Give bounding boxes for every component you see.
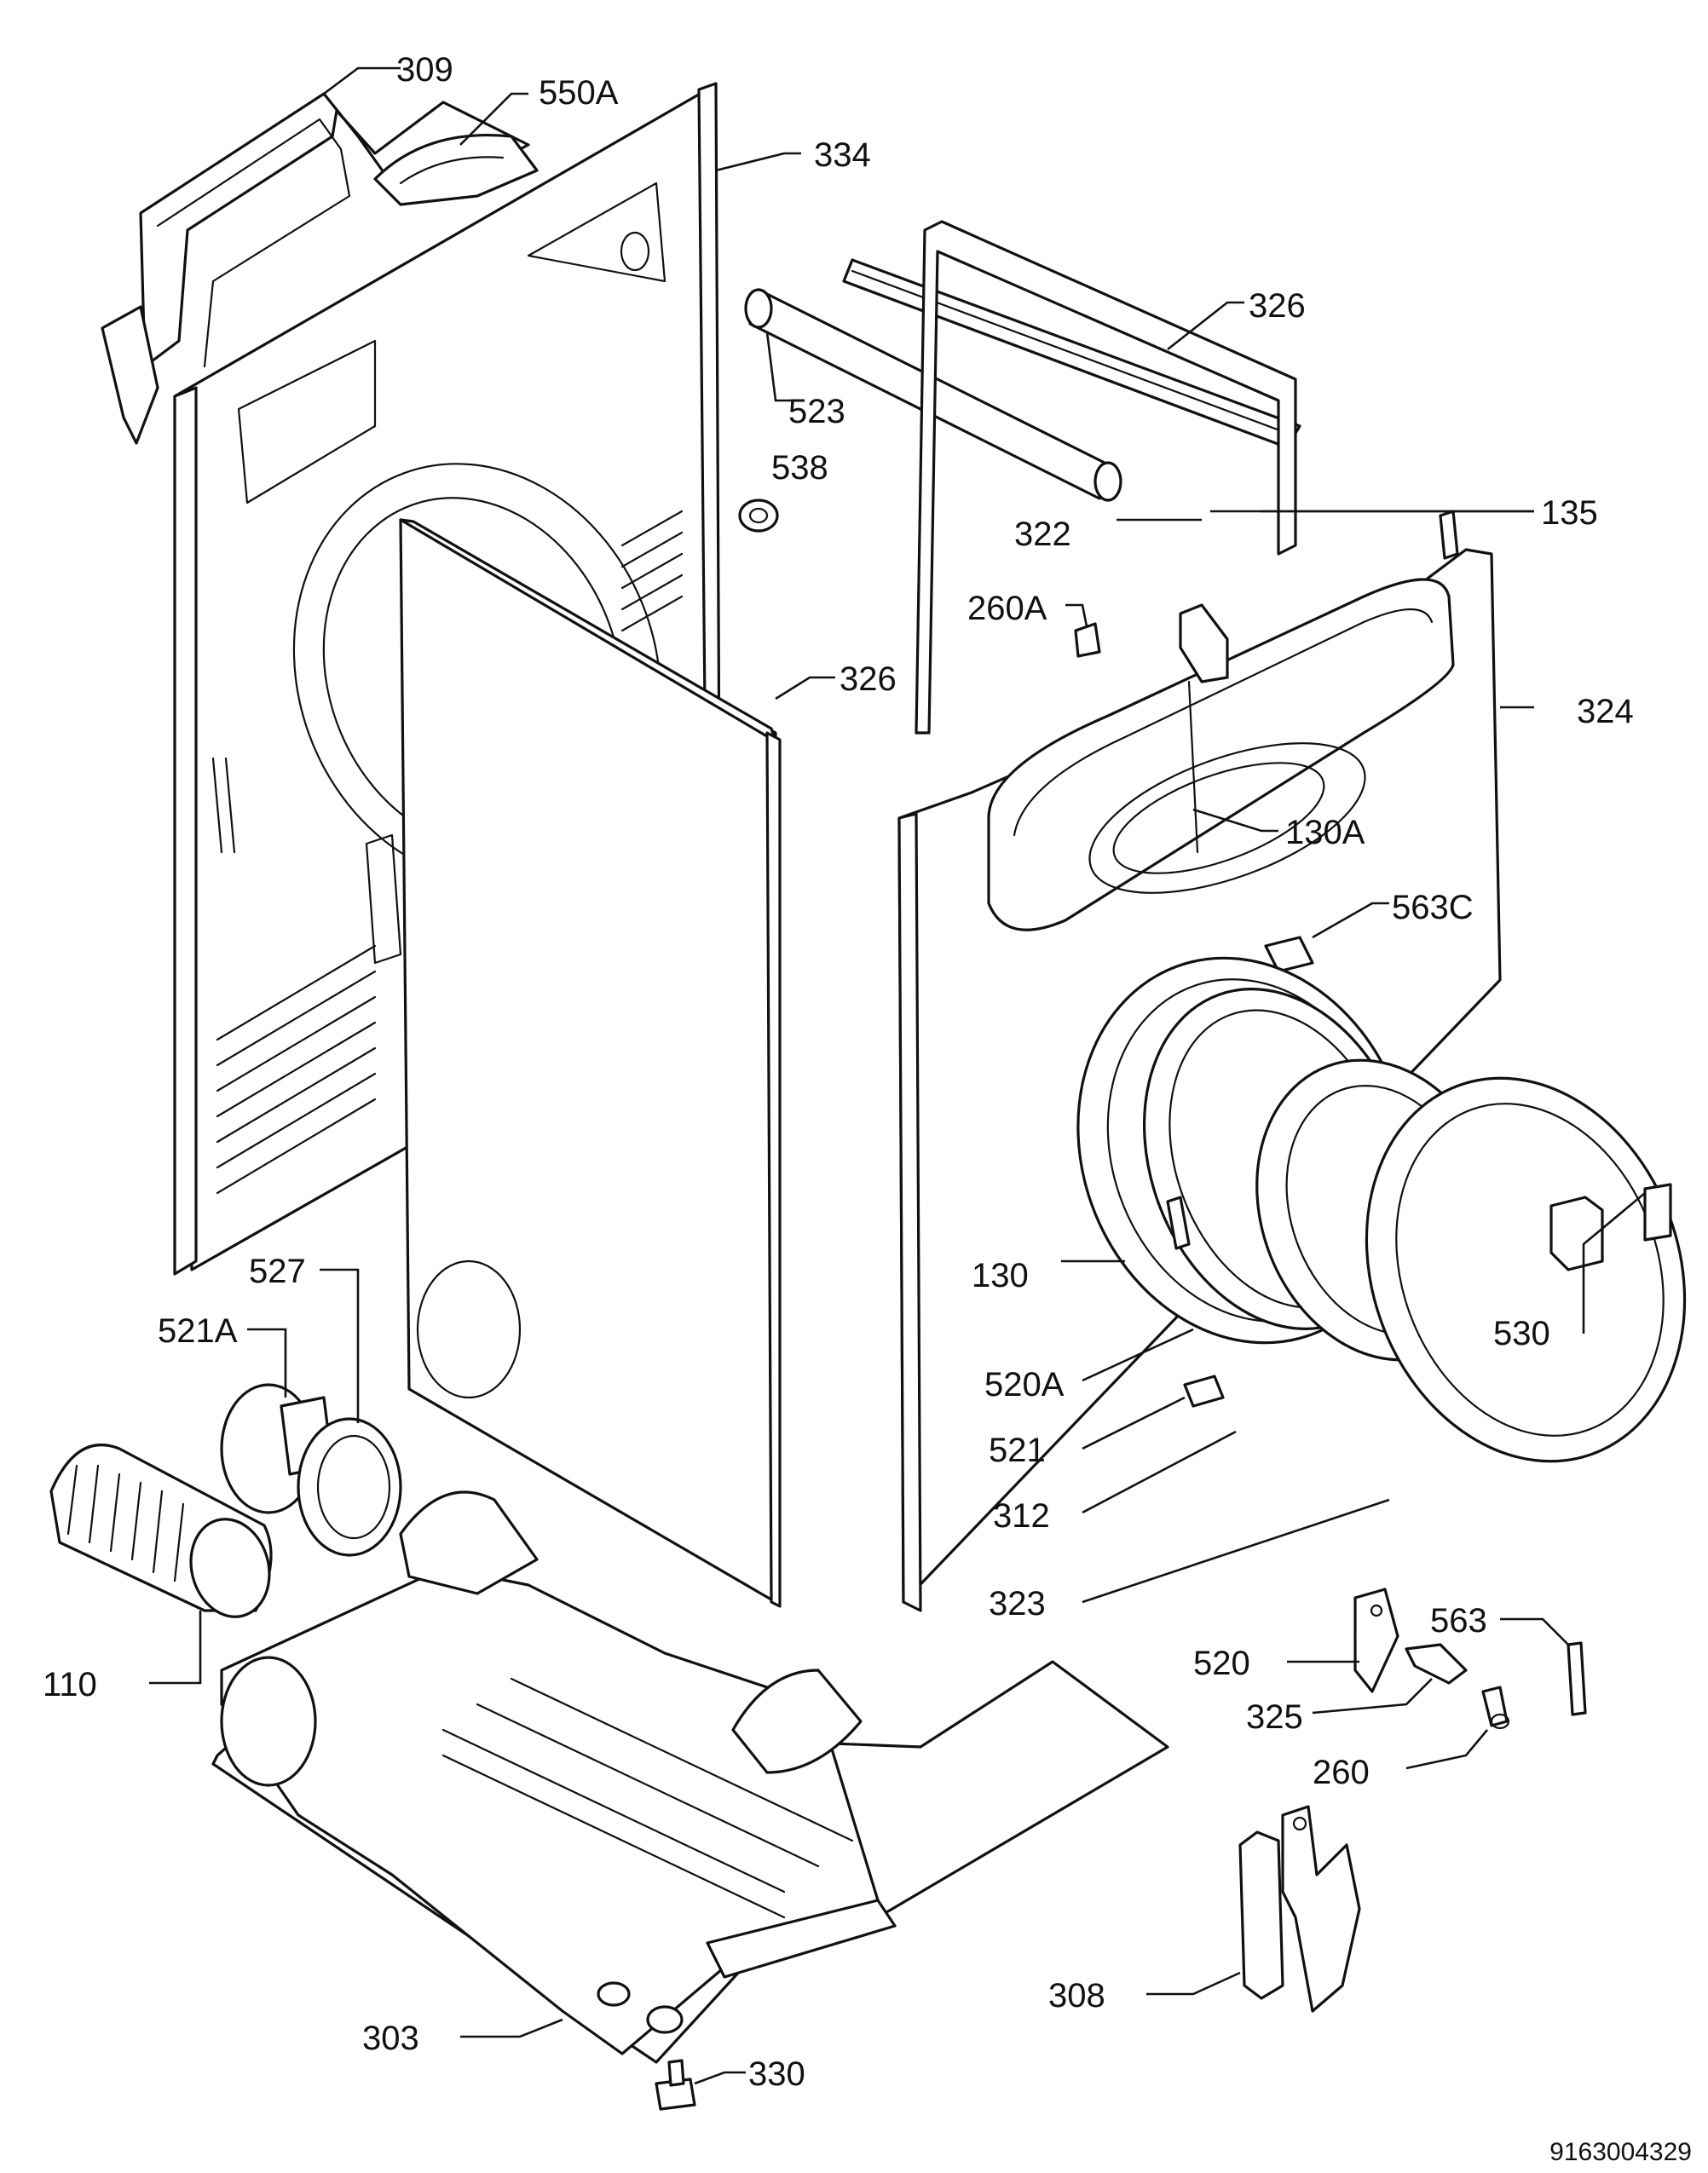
part-322-rail <box>915 220 1297 735</box>
callout-323: 323 <box>989 1585 1046 1623</box>
callout-labels: 309 550A 334 326 523 538 322 135 260A 32… <box>43 51 1634 2093</box>
part-530-door <box>1365 1076 1687 1463</box>
callout-523: 523 <box>788 393 845 430</box>
part-527-ring <box>297 1417 402 1557</box>
callout-520A: 520A <box>984 1366 1065 1404</box>
callout-326-top: 326 <box>1249 287 1306 325</box>
callout-520: 520 <box>1193 1645 1250 1682</box>
part-563-pin <box>1567 1641 1587 1716</box>
callout-550A: 550A <box>539 74 619 112</box>
part-303-base <box>211 1490 1169 2064</box>
callout-325: 325 <box>1246 1698 1303 1736</box>
callout-521A: 521A <box>158 1312 238 1350</box>
part-325-hinge-arm <box>1405 1643 1468 1685</box>
callout-130: 130 <box>972 1257 1029 1294</box>
part-521-latch <box>1183 1375 1225 1408</box>
callout-563C: 563C <box>1392 889 1474 926</box>
callout-324: 324 <box>1577 693 1634 730</box>
part-520-hinge-plate <box>1353 1588 1399 1693</box>
callout-330: 330 <box>748 2055 805 2093</box>
callout-135: 135 <box>1541 494 1598 532</box>
part-260A-clip <box>1074 622 1101 658</box>
part-308-hinge <box>1238 1805 1361 2013</box>
callout-527: 527 <box>249 1253 306 1290</box>
part-330-screw <box>655 2059 696 2111</box>
callout-308: 308 <box>1048 1977 1105 2014</box>
callout-260: 260 <box>1313 1754 1370 1791</box>
part-326-side-panel <box>399 518 782 1608</box>
leader-lines <box>149 66 1646 2085</box>
callout-312: 312 <box>993 1497 1050 1535</box>
part-260-clip <box>1481 1686 1510 1730</box>
callout-260A: 260A <box>967 590 1047 627</box>
drawing-number: 9163004329 <box>1549 2138 1692 2166</box>
part-550A-fan-housing <box>373 133 539 206</box>
callout-309: 309 <box>396 51 453 89</box>
part-538-bushing <box>738 499 779 533</box>
callout-530: 530 <box>1493 1315 1550 1352</box>
callout-563: 563 <box>1430 1602 1487 1640</box>
callout-538: 538 <box>771 449 828 487</box>
part-563C-bracket <box>1264 936 1314 973</box>
callout-303: 303 <box>362 2020 419 2057</box>
callout-110: 110 <box>43 1666 97 1703</box>
callout-521: 521 <box>989 1432 1046 1469</box>
callout-334: 334 <box>814 136 871 174</box>
callout-322: 322 <box>1014 516 1071 553</box>
part-110-hose <box>49 1444 273 1618</box>
callout-326-mid: 326 <box>840 660 897 698</box>
callout-130A: 130A <box>1285 814 1365 851</box>
